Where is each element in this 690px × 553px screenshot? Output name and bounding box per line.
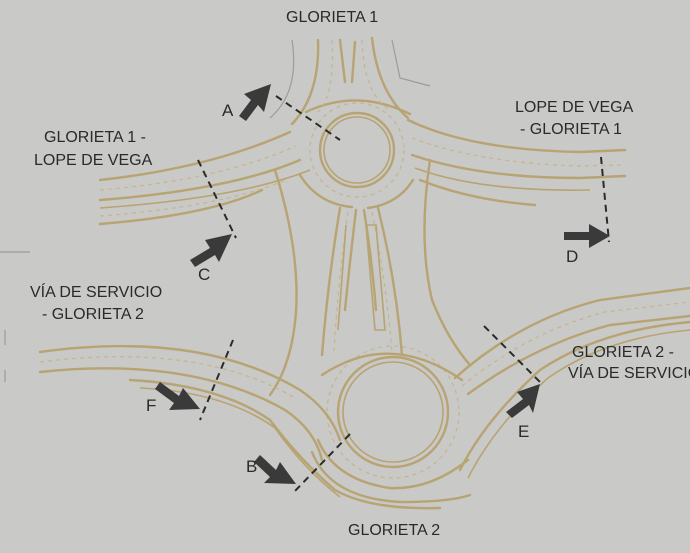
section-letter-c: C xyxy=(198,265,210,284)
label-g2-via-1: GLORIETA 2 - xyxy=(572,344,674,361)
arrow-e-icon xyxy=(506,384,540,418)
section-letter-f: F xyxy=(146,396,156,415)
southeast-branch xyxy=(453,286,690,479)
label-g2-via-2: VÍA DE SERVICIO xyxy=(568,363,690,382)
label-via-g2-1: VÍA DE SERVICIO xyxy=(30,282,162,301)
southwest-branch xyxy=(38,344,442,510)
section-letter-d: D xyxy=(566,247,578,266)
section-letter-e: E xyxy=(518,422,529,441)
roundabout-2 xyxy=(310,345,472,504)
section-cuts xyxy=(197,95,610,493)
paper-edges xyxy=(0,251,30,382)
label-lope-g1-1: LOPE DE VEGA xyxy=(515,99,634,116)
label-via-g2-2: - GLORIETA 2 xyxy=(42,306,144,323)
cut-line-d xyxy=(600,156,610,243)
cut-line-e xyxy=(483,325,543,385)
cut-line-b xyxy=(293,433,351,493)
label-glorieta-2: GLORIETA 2 xyxy=(348,522,440,539)
arrow-f-icon xyxy=(155,382,200,410)
label-lope-g1-2: - GLORIETA 1 xyxy=(520,121,622,138)
roundabout-1 xyxy=(298,99,415,210)
section-arrows xyxy=(155,84,610,484)
arrow-d-icon xyxy=(564,224,610,248)
north-branch xyxy=(269,36,431,126)
cut-line-a xyxy=(275,95,341,141)
cut-line-c xyxy=(197,159,237,239)
arrow-b-icon xyxy=(254,455,296,484)
labels: GLORIETA 1 GLORIETA 2 GLORIETA 1 - LOPE … xyxy=(30,9,690,539)
arrow-a-icon xyxy=(239,84,271,121)
label-glorieta-1: GLORIETA 1 xyxy=(286,9,378,26)
arrow-c-icon xyxy=(190,234,232,267)
connector xyxy=(268,158,472,397)
label-g1-lope-2: LOPE DE VEGA xyxy=(34,152,153,169)
label-g1-lope-1: GLORIETA 1 - xyxy=(44,129,146,146)
section-letter-b: B xyxy=(246,457,257,476)
cut-line-f xyxy=(199,339,234,421)
west-branch xyxy=(98,130,311,226)
section-letter-a: A xyxy=(222,101,234,120)
